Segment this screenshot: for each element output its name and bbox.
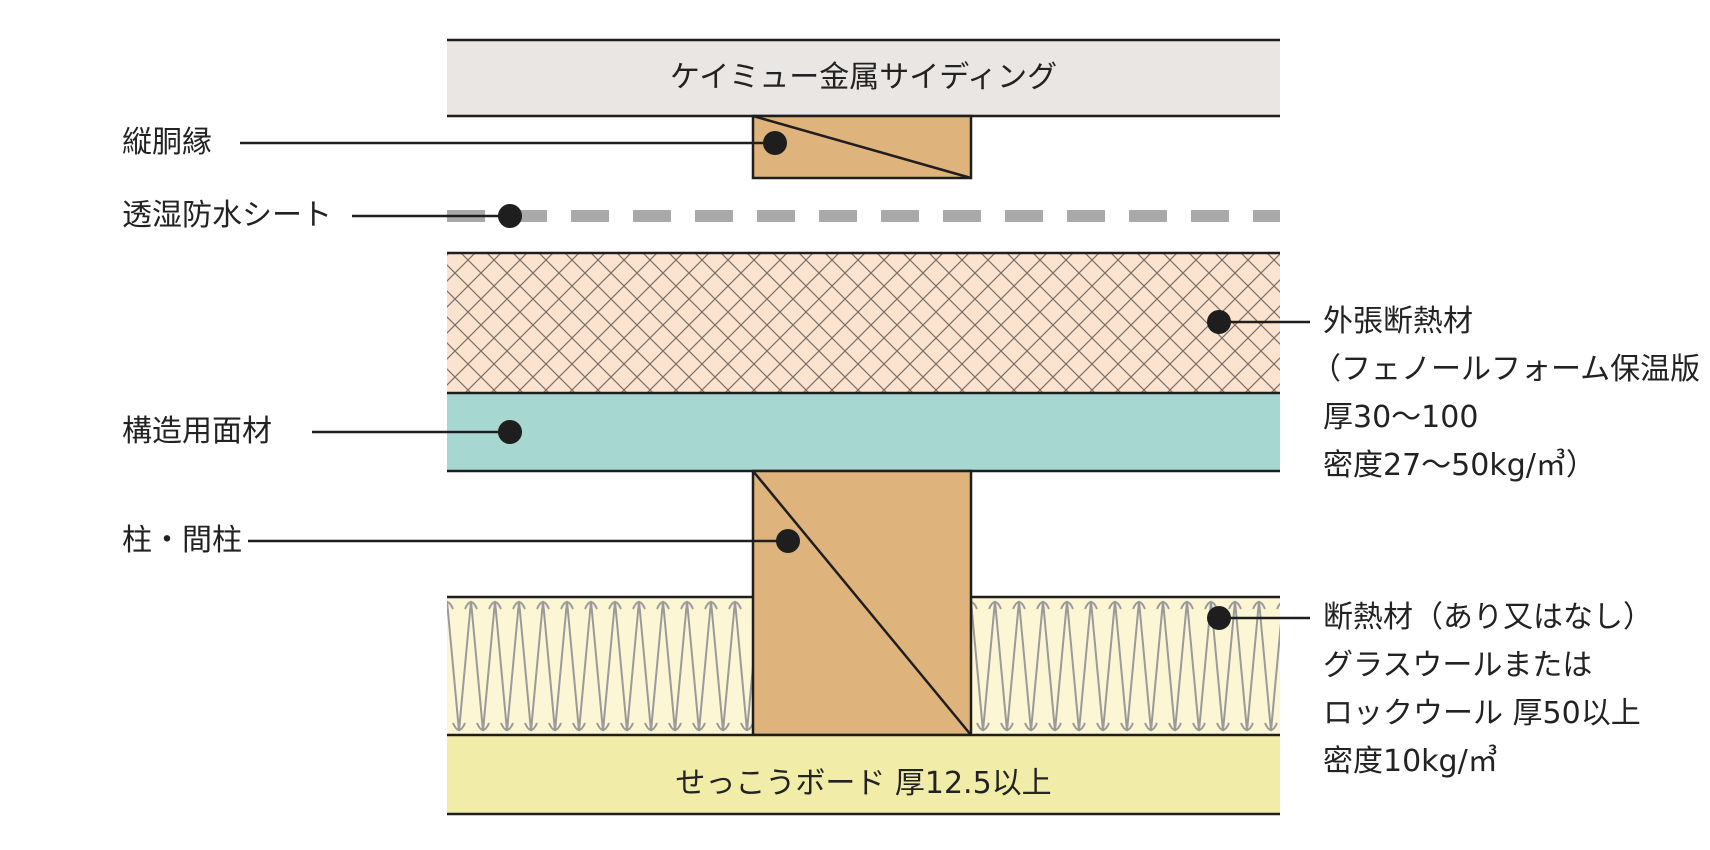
batt-loop (1168, 722, 1182, 731)
batt-loop (1192, 722, 1206, 731)
batt-loop (704, 601, 718, 610)
batt-loop (476, 722, 490, 731)
cavity-insulation-line4: 密度10kg/㎥ (1323, 744, 1498, 779)
batt-loop (464, 601, 478, 610)
batt-loop (1108, 601, 1122, 610)
batt-loop (1048, 722, 1062, 731)
cavity-insulation-label: 断熱材（あり又はなし） グラスウールまたは ロックウール 厚50以上 密度10k… (1323, 594, 1653, 786)
structural-panel-label: 構造用面材 (122, 414, 272, 449)
siding-label: ケイミュー金属サイディング (669, 60, 1058, 95)
dot-exterior-insulation (1207, 310, 1231, 334)
cavity-insulation-left (417, 595, 753, 735)
batt-loop (1252, 601, 1266, 610)
batt-loop (512, 601, 526, 610)
batt-loop (452, 722, 466, 731)
post-label: 柱・間柱 (122, 523, 242, 558)
batt-loop (1276, 602, 1280, 610)
exterior-insulation-line1: 外張断熱材 (1323, 304, 1473, 339)
exterior-insulation-line4: 密度27〜50kg/㎥） (1323, 448, 1596, 483)
batt-loop (1072, 722, 1086, 731)
gypsum-board-layer (447, 733, 1280, 816)
batt-loop (1060, 601, 1074, 610)
batt-loop (584, 601, 598, 610)
furring-strip-label: 縦胴縁 (122, 125, 212, 160)
batt-loop (560, 601, 574, 610)
dot-post (776, 529, 800, 553)
membrane-label: 透湿防水シート (122, 198, 332, 233)
leader-dots (498, 131, 1231, 630)
cavity-insulation-line2: グラスウールまたは (1323, 648, 1593, 683)
batt-loop (644, 722, 658, 731)
batt-loop (1216, 722, 1230, 731)
batt-loop (1000, 722, 1014, 731)
batt-loop (608, 601, 622, 610)
batt-loop (1132, 601, 1146, 610)
dot-cavity-insulation (1207, 606, 1231, 630)
structural-panel-layer (447, 391, 1280, 473)
post-stud (751, 469, 973, 737)
leader-lines (240, 141, 1310, 620)
batt-loop (1240, 722, 1254, 731)
exterior-insulation-layer (447, 251, 1280, 393)
gypsum-board-label: せっこうボード 厚12.5以上 (675, 766, 1052, 801)
batt-loop (500, 722, 514, 731)
batt-loop (976, 722, 990, 731)
batt-loop (548, 722, 562, 731)
batt-loop (988, 601, 1002, 610)
batt-loop (536, 601, 550, 610)
batt-loop (572, 722, 586, 731)
batt-loop (692, 722, 706, 731)
exterior-insulation-line3: 厚30〜100 (1323, 400, 1479, 435)
batt-loop (1120, 722, 1134, 731)
batt-loop (447, 601, 454, 610)
dot-panel (498, 420, 522, 444)
cavity-insulation-line1: 断熱材（あり又はなし） (1323, 600, 1653, 635)
batt-loop (429, 723, 441, 730)
dot-membrane (498, 204, 522, 228)
batt-loop (1096, 722, 1110, 731)
cavity-insulation-line3: ロックウール 厚50以上 (1323, 696, 1641, 731)
batt-loop (1012, 601, 1026, 610)
batt-loop (524, 722, 538, 731)
batt-loop (1180, 601, 1194, 610)
batt-loop (1144, 722, 1158, 731)
batt-loop (488, 601, 502, 610)
batt-loop (1289, 723, 1301, 730)
batt-loop (668, 722, 682, 731)
batt-loop (596, 722, 610, 731)
batt-loop (1036, 601, 1050, 610)
batt-loop (971, 601, 978, 610)
batt-loop (417, 602, 429, 609)
exterior-insulation-label: 外張断熱材 （フェノールフォーム保温版 厚30〜100 密度27〜50kg/㎥） (1311, 298, 1710, 490)
batt-loop (632, 601, 646, 610)
batt-loop (716, 722, 730, 731)
batt-loop (656, 601, 670, 610)
dot-furring (763, 131, 787, 155)
batt-loop (1264, 722, 1278, 731)
batt-loop (1156, 601, 1170, 610)
batt-loop (1228, 601, 1242, 610)
furring-strip (751, 114, 973, 180)
batt-loop (680, 601, 694, 610)
batt-loop (1084, 601, 1098, 610)
batt-loop (620, 722, 634, 731)
exterior-insulation-line2: （フェノールフォーム保温版 (1311, 352, 1701, 387)
batt-loop (728, 601, 742, 610)
batt-loop (1024, 722, 1038, 731)
